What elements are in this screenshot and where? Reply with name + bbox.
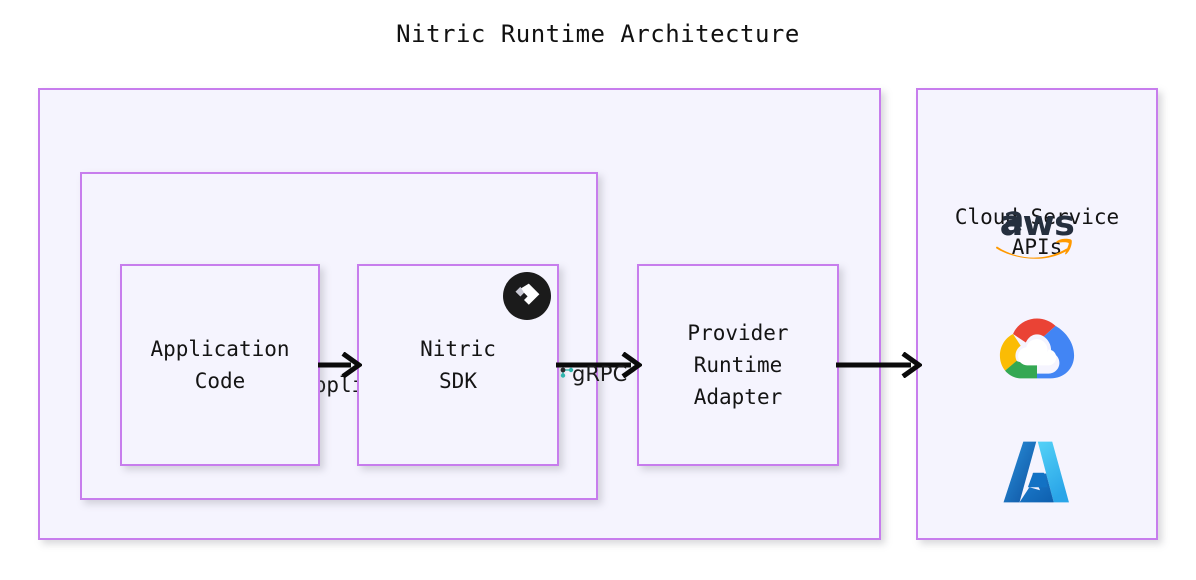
grpc-label-text: gRPC <box>572 362 628 386</box>
provider-runtime-adapter-label: Provider Runtime Adapter <box>687 321 789 409</box>
application-code-box: Application Code <box>120 264 320 466</box>
cloud-service-apis-label: Cloud Service APIs <box>954 205 1120 259</box>
provider-runtime-adapter-box: Provider Runtime Adapter <box>637 264 839 466</box>
grpc-icon <box>560 365 574 384</box>
cloud-service-apis-box: Cloud Service APIs <box>916 88 1158 540</box>
grpc-edge-label: gRPC <box>560 364 627 385</box>
page-title: Nitric Runtime Architecture <box>396 20 800 48</box>
application-code-label: Application Code <box>150 337 290 393</box>
azure-logo-icon <box>916 432 1158 512</box>
aws-logo-icon: aws <box>916 195 1158 265</box>
nitric-sdk-label: Nitric SDK <box>420 337 496 393</box>
nitric-logo-icon <box>503 272 551 320</box>
google-cloud-logo-icon <box>916 310 1158 392</box>
svg-text:aws: aws <box>1000 204 1075 244</box>
